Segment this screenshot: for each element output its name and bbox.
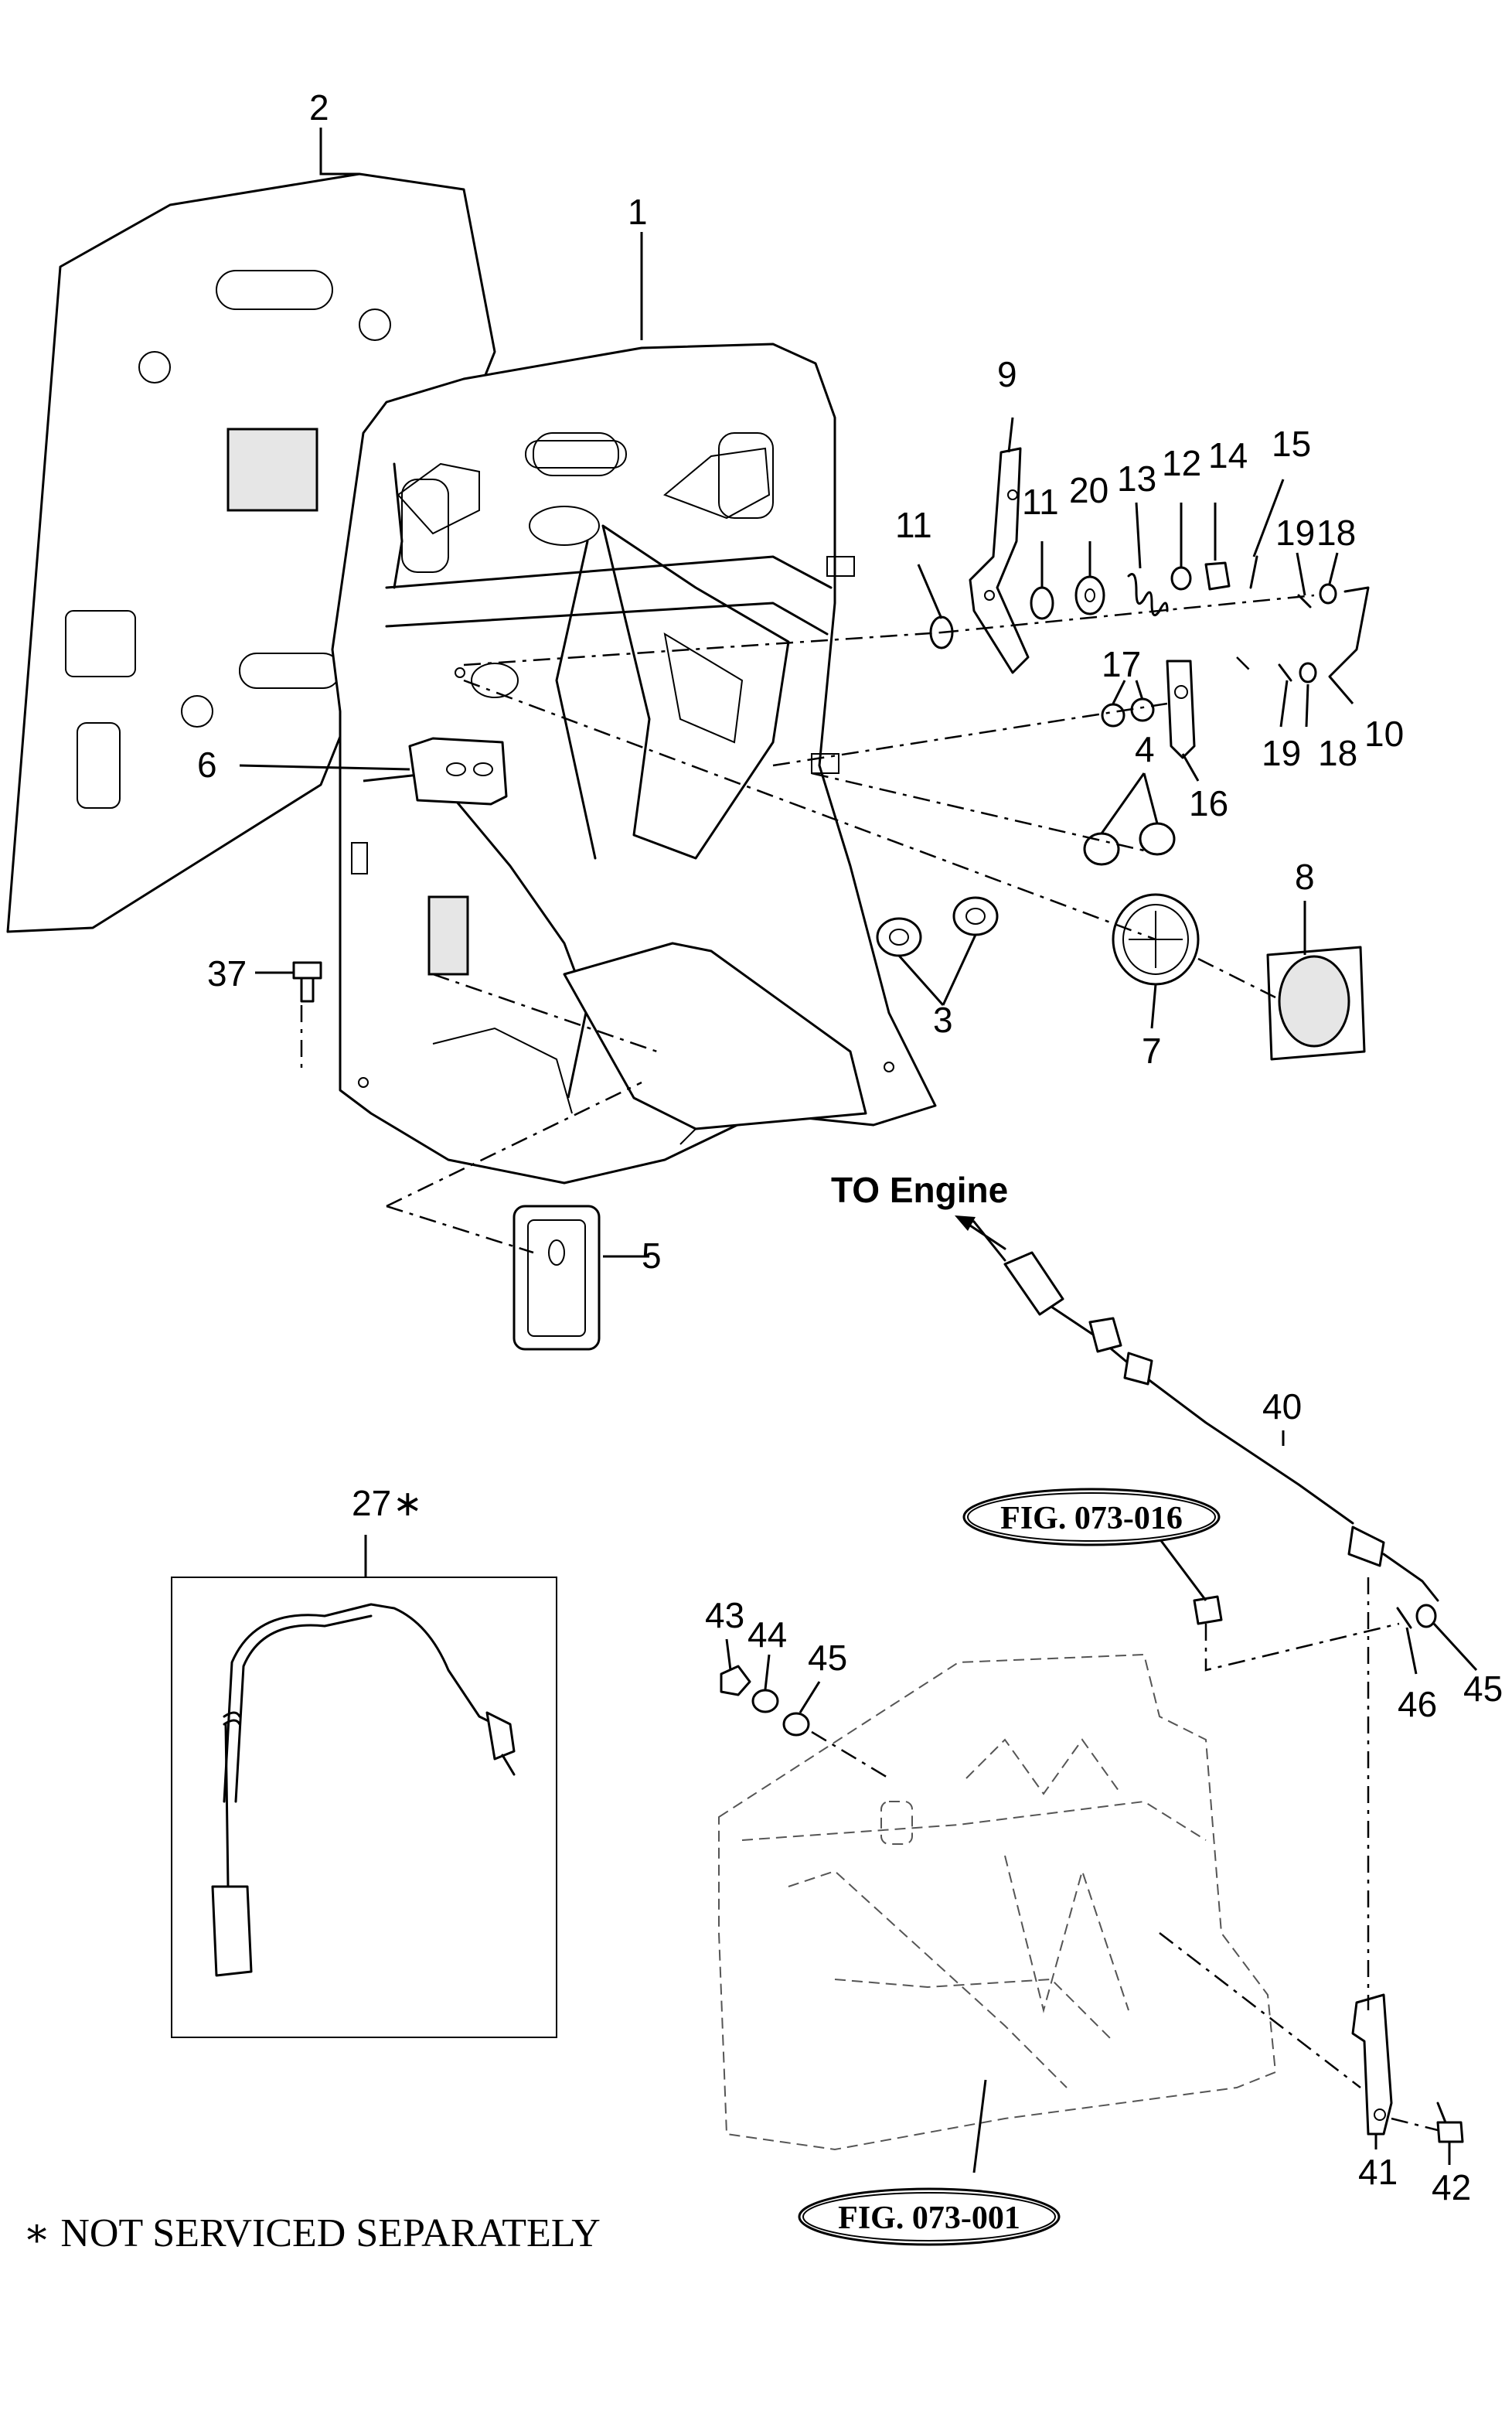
callout-7: 7 <box>1142 1031 1162 1071</box>
callout-19-lower: 19 <box>1262 733 1301 773</box>
callout-13: 13 <box>1117 459 1156 499</box>
bushing-part-4 <box>1083 822 1176 866</box>
grommet-part-5 <box>513 1205 601 1351</box>
fig-ref-073-001-label: FIG. 073-001 <box>838 2200 1020 2236</box>
fig-ref-073-001[interactable]: FIG. 073-001 <box>798 2187 1061 2246</box>
throttle-cable-part-40 <box>957 1216 1439 1602</box>
callout-16: 16 <box>1189 783 1228 823</box>
callout-19-upper: 19 <box>1275 513 1315 553</box>
callout-37: 37 <box>207 953 247 994</box>
callout-17: 17 <box>1102 644 1141 684</box>
fig-ref-073-016-label: FIG. 073-016 <box>1000 1501 1183 1536</box>
spring-part-13 <box>1127 573 1169 617</box>
bushing-part-3 <box>876 896 999 957</box>
callout-2: 2 <box>309 87 329 128</box>
callout-15: 15 <box>1272 424 1311 464</box>
callout-18-upper: 18 <box>1316 513 1356 553</box>
washer-part-11-right <box>1030 586 1054 620</box>
pin-part-15 <box>1249 555 1258 589</box>
nut-part-43 <box>720 1665 751 1696</box>
callout-45-left: 45 <box>808 1638 847 1678</box>
callout-27: 27 <box>352 1483 391 1523</box>
cable-assembly-part-27 <box>171 1577 557 2038</box>
callout-45-right: 45 <box>1463 1669 1503 1709</box>
washer-part-12 <box>1170 566 1192 591</box>
callout-40: 40 <box>1262 1386 1302 1427</box>
bolt-part-37 <box>292 961 322 1003</box>
callout-11-right: 11 <box>1022 482 1059 522</box>
callout-18-lower: 18 <box>1318 733 1357 773</box>
clip-part-46 <box>1396 1607 1412 1629</box>
callout-4: 4 <box>1135 729 1155 769</box>
link-part-16 <box>1166 660 1196 759</box>
bolt-part-42 <box>1436 2102 1464 2143</box>
callout-8: 8 <box>1295 857 1315 897</box>
callout-10: 10 <box>1364 714 1404 754</box>
fig-ref-073-016[interactable]: FIG. 073-016 <box>962 1488 1221 1546</box>
washer-part-45-right <box>1415 1604 1437 1628</box>
callout-9: 9 <box>997 354 1017 394</box>
nut-part-14 <box>1204 561 1231 591</box>
callout-44: 44 <box>747 1614 787 1655</box>
washer-part-18-lower <box>1299 662 1317 683</box>
callout-numbers: 2 1 9 11 11 20 13 12 14 15 19 18 10 18 1… <box>197 87 1503 2207</box>
callout-3: 3 <box>933 1000 953 1040</box>
to-engine-arrowhead-icon <box>955 1215 976 1231</box>
ghost-frame-fig-073-001 <box>718 1653 1277 2151</box>
callout-12: 12 <box>1162 443 1201 483</box>
cable-end-fig-073-016 <box>1193 1595 1223 1625</box>
lever-part-9 <box>969 447 1030 674</box>
cover-plate-part-6 <box>408 737 508 806</box>
callout-41: 41 <box>1358 2152 1398 2192</box>
rod-part-10 <box>1328 586 1370 678</box>
callout-14: 14 <box>1208 435 1248 476</box>
footnote-not-serviced: ∗ NOT SERVICED SEPARATELY <box>23 2211 601 2255</box>
callout-42: 42 <box>1432 2167 1471 2207</box>
to-engine-label: TO Engine <box>831 1170 1008 1210</box>
callout-1: 1 <box>628 192 648 232</box>
to-engine-label-group: TO Engine <box>831 1170 1008 1250</box>
clip-part-19-lower <box>1278 663 1292 682</box>
callout-11-left: 11 <box>895 505 932 545</box>
explode-lines-lower <box>811 1577 1439 2132</box>
leader-lines <box>239 128 1478 2173</box>
callout-6: 6 <box>197 745 217 785</box>
boot-part-8 <box>1266 946 1366 1061</box>
callout-27-asterisk: ∗ <box>393 1483 423 1523</box>
bracket-part-41 <box>1351 1993 1393 2136</box>
washer-part-45-left <box>782 1712 810 1737</box>
callout-5: 5 <box>642 1236 662 1276</box>
callout-20: 20 <box>1069 470 1108 510</box>
callout-46: 46 <box>1398 1684 1437 1724</box>
support-frame-part-1 <box>331 343 937 1185</box>
collar-part-17 <box>1101 697 1155 728</box>
washer-part-44 <box>751 1689 779 1713</box>
washer-part-18-upper <box>1319 583 1337 605</box>
callout-43: 43 <box>705 1595 744 1635</box>
explode-lines-upper <box>300 594 1315 1254</box>
washer-part-20 <box>1074 575 1105 615</box>
